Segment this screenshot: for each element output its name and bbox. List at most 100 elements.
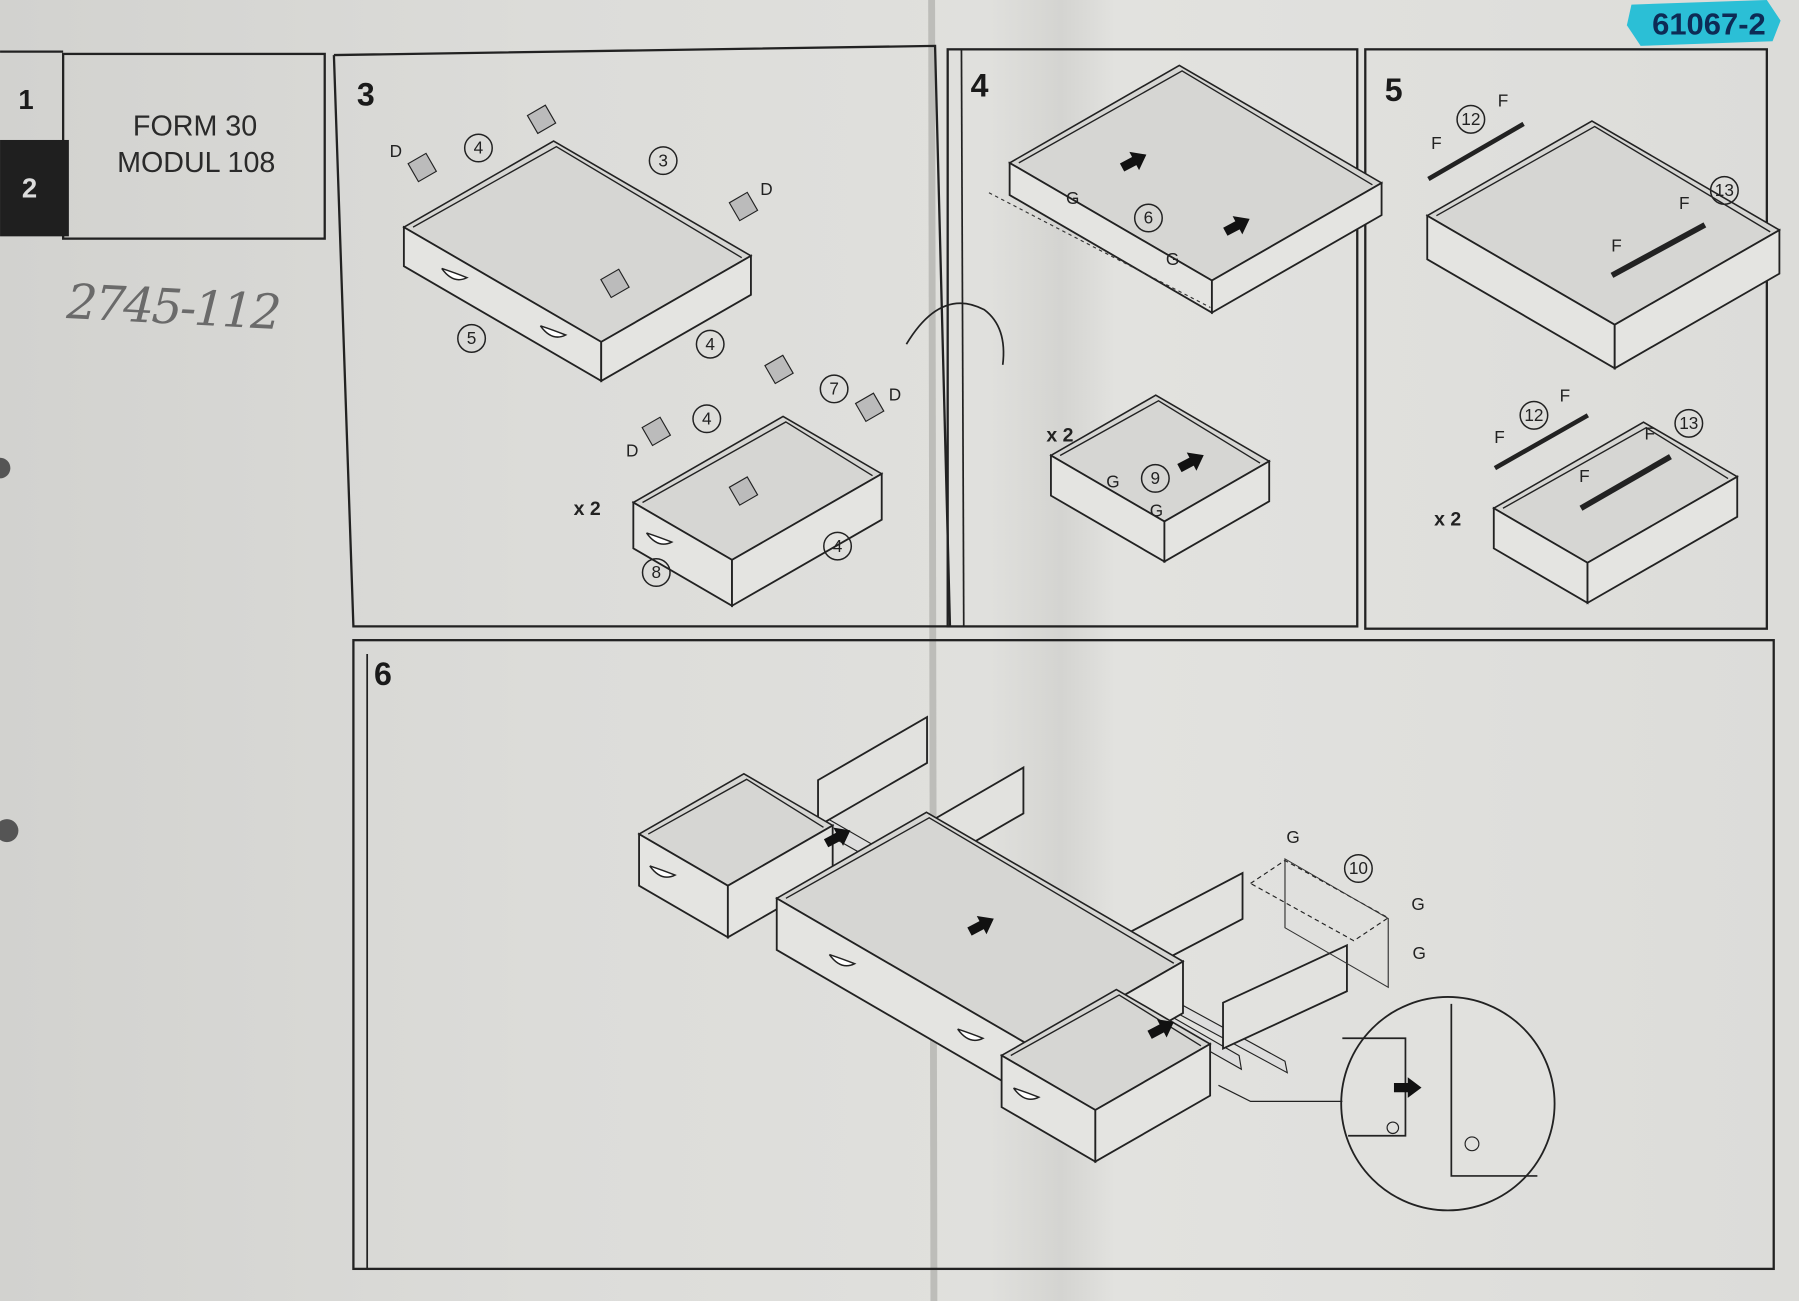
punch-hole: [0, 819, 19, 843]
callout-label: 4: [474, 138, 484, 158]
drawer-with-runners-small: [1492, 421, 1739, 605]
callout-label: G: [1286, 827, 1299, 847]
callout-label: F: [1579, 466, 1590, 486]
callout-label: 13: [1715, 180, 1734, 200]
handwritten-note: 2745-112: [64, 274, 280, 341]
drawer-interior: [1008, 64, 1384, 282]
drawer-inner-edge: [1059, 399, 1261, 464]
callout-label: F: [1560, 386, 1571, 406]
drawer-inner-edge: [642, 421, 873, 504]
step-number-4: 4: [971, 67, 989, 103]
callout-label: 4: [702, 408, 712, 428]
callout-circle: [648, 146, 678, 176]
cam-lock-icon: [728, 476, 759, 506]
callout-label: G: [1166, 249, 1179, 269]
cam-lock-icon: [764, 354, 794, 385]
drawer-inner-edge: [412, 145, 743, 259]
groove-line: [988, 192, 1211, 308]
step-number-3: 3: [357, 77, 375, 113]
callout-label: G: [1150, 500, 1163, 520]
callout-label: 10: [1349, 858, 1368, 878]
cam-lock-icon: [600, 268, 630, 299]
cam-lock-icon: [407, 152, 438, 183]
drawer-large-assembly: [402, 140, 753, 383]
callout-label: F: [1611, 235, 1622, 255]
cam-lock-icon: [728, 191, 759, 222]
arrow-icon: [967, 916, 994, 936]
callout-circle: [1519, 400, 1549, 430]
callout-label: 6: [1144, 208, 1154, 228]
callout-label: 13: [1679, 413, 1698, 433]
handle-recess-icon: [649, 865, 677, 878]
callout-label: 12: [1461, 109, 1480, 129]
arrow-icon: [1223, 216, 1250, 236]
drawer-bottom-insert: [1008, 64, 1384, 315]
drawer-inner-edge: [1502, 426, 1729, 509]
step-number-5: 5: [1385, 72, 1403, 108]
drawer-side: [600, 254, 752, 383]
callout-label: D: [626, 441, 638, 461]
leader-line: [1218, 1084, 1343, 1102]
callout-label: F: [1494, 427, 1505, 447]
drawer-side: [1094, 1042, 1212, 1164]
handle-recess-icon: [957, 1028, 985, 1042]
drawer-side: [1613, 228, 1781, 370]
runner-rail: [1610, 222, 1707, 278]
step-number-6: 6: [374, 656, 392, 692]
callout-label: 8: [651, 562, 661, 582]
panel-step-4: [946, 48, 1359, 628]
document-number: 61067-2: [1652, 6, 1766, 41]
callout-label: G: [1413, 943, 1426, 963]
panel-step-6: [352, 639, 1775, 1271]
drawer-small-assembly: [631, 415, 884, 608]
arrow-icon: [1147, 1019, 1174, 1039]
drawer-inner-edge: [647, 778, 824, 835]
runner-rail: [1427, 121, 1525, 181]
detail-magnifier: [1340, 996, 1556, 1212]
assembly-drawings: [402, 64, 1782, 1212]
runner-rail: [1579, 454, 1672, 511]
callout-label: 5: [467, 328, 477, 348]
drawer-side: [1586, 475, 1739, 605]
handle-recess-icon: [539, 325, 568, 338]
quantity-label: x 2: [1046, 425, 1073, 447]
arrow-icon: [823, 827, 851, 848]
rotate-arrow-icon: [905, 302, 1005, 365]
fold-crease: [928, 0, 938, 1301]
cam-lock-icon: [854, 392, 885, 423]
callout-circle: [641, 557, 671, 587]
module-title: MODUL 108: [117, 147, 275, 179]
callout-label: 3: [658, 150, 668, 170]
base-panel: [1284, 857, 1389, 989]
quantity-label: x 2: [1434, 508, 1461, 530]
header-box: 1 2 FORM 30 MODUL 108: [0, 50, 326, 240]
callout-circle: [1133, 203, 1163, 233]
drawer-side: [1210, 181, 1383, 315]
callout-circle: [695, 329, 725, 359]
runner-bracket: [817, 715, 928, 828]
arrow-icon: [1177, 452, 1204, 473]
runner-bracket: [1222, 943, 1348, 1051]
cam-lock-icon: [641, 416, 672, 447]
callout-circle: [1140, 463, 1170, 493]
drawer-with-runners: [1425, 120, 1782, 370]
callout-circle: [463, 133, 493, 163]
handle-recess-icon: [441, 267, 469, 281]
step-indicator-1: 1: [18, 84, 33, 115]
callout-label: D: [889, 384, 901, 404]
callout-label: F: [1431, 133, 1442, 153]
callout-circle: [692, 404, 722, 434]
panel-step-5: [1364, 48, 1768, 630]
callout-label: D: [760, 179, 772, 199]
handle-recess-icon: [1012, 1087, 1041, 1100]
screw-icon: [1386, 1121, 1400, 1135]
handle-recess-icon: [645, 532, 674, 545]
callout-circle: [1709, 175, 1739, 205]
callout-label: 7: [829, 379, 839, 399]
document-tag: 61067-2: [1626, 0, 1781, 46]
callout-label: F: [1498, 91, 1509, 111]
callout-label: G: [1411, 894, 1424, 914]
